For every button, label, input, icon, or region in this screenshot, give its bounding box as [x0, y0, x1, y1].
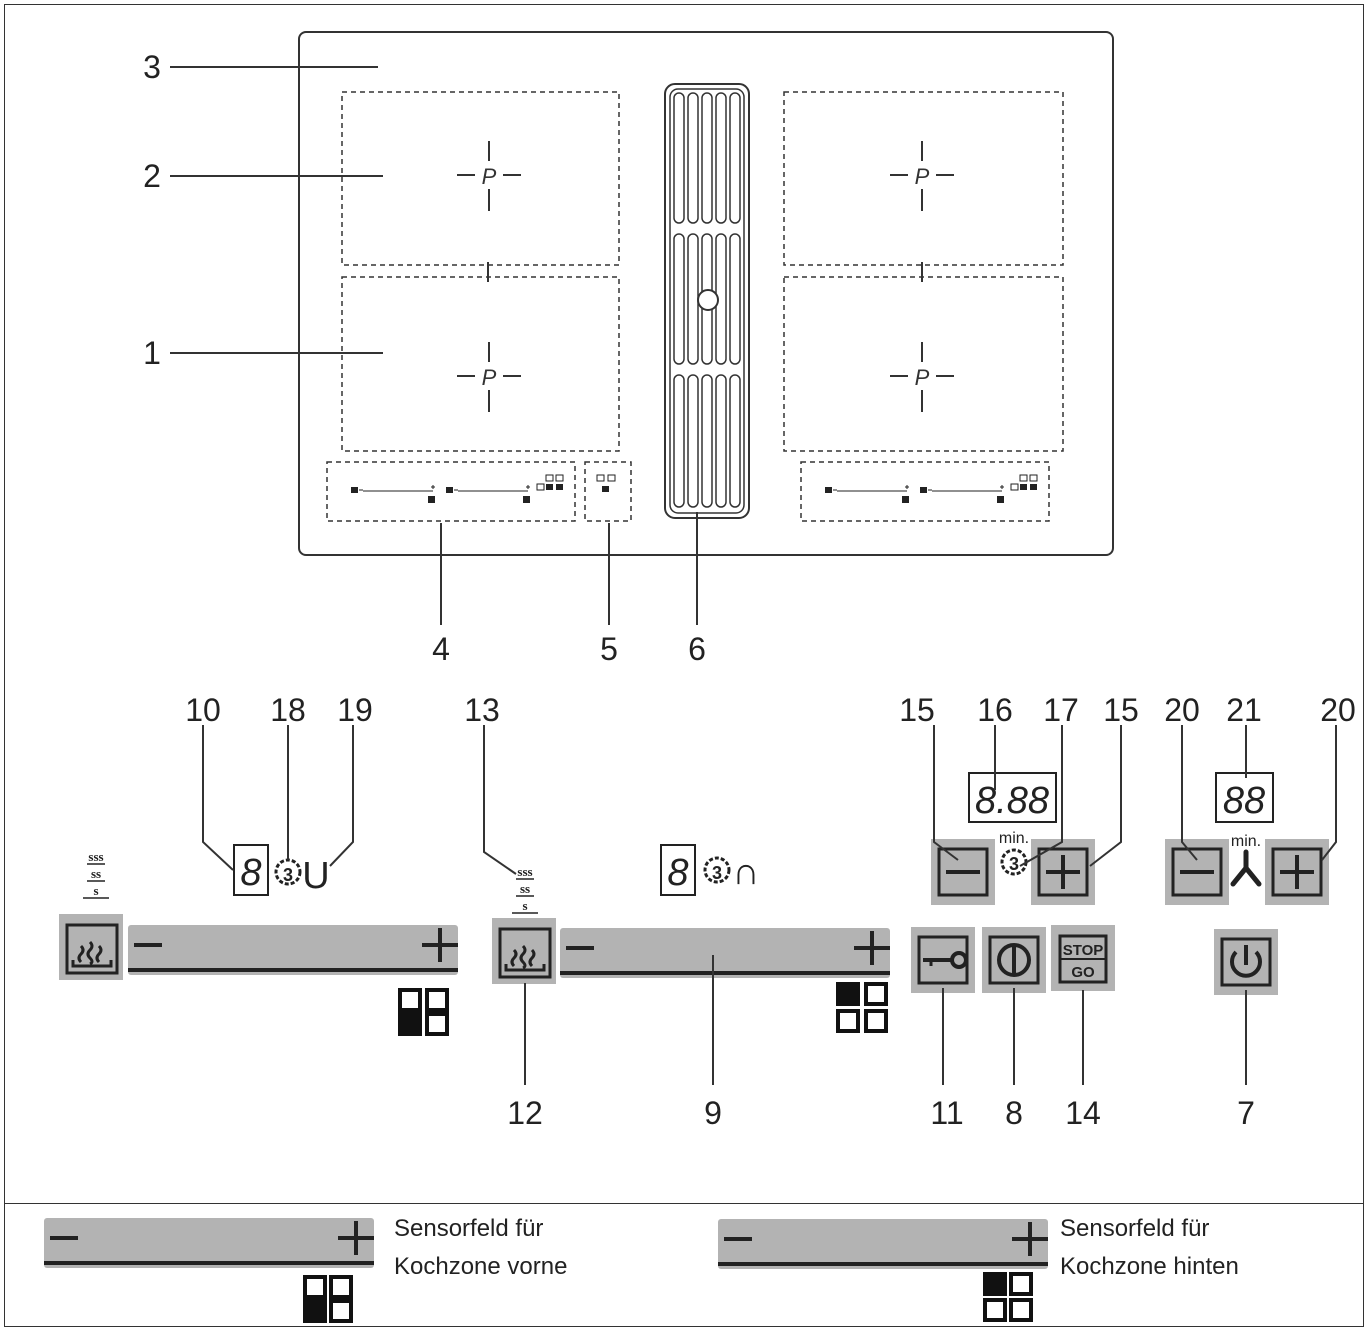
- label-20-left: 20: [1164, 692, 1200, 728]
- label-16: 16: [977, 692, 1013, 728]
- svg-text:8.88: 8.88: [975, 780, 1049, 822]
- level-display-right: [660, 844, 696, 896]
- legend-caption-back: Sensorfeld für Kochzone hinten: [1060, 1210, 1239, 1286]
- label-3: 3: [143, 49, 161, 85]
- legend-front-line2: Kochzone vorne: [394, 1253, 568, 1280]
- legend-back-line2: Kochzone hinten: [1060, 1253, 1239, 1280]
- timer-clock-icon: 3: [1000, 848, 1028, 876]
- label-5: 5: [600, 631, 618, 667]
- hob-center-mini-icon: [596, 474, 616, 492]
- svg-text:ss: ss: [520, 881, 530, 896]
- legend-back-line1: Sensorfeld für: [1060, 1215, 1210, 1242]
- legend-grid-icon-back: [983, 1272, 1033, 1322]
- label-10: 10: [185, 692, 221, 728]
- zone-grid-icon-right: [836, 982, 888, 1033]
- label-17: 17: [1043, 692, 1079, 728]
- legend-grid-icon-front: [303, 1275, 353, 1323]
- svg-text:ss: ss: [91, 866, 101, 881]
- power-slider-right[interactable]: [558, 926, 892, 980]
- zone-marker-front-left: P: [456, 341, 522, 413]
- label-2: 2: [143, 158, 161, 194]
- timer-icon-right: 3: [703, 856, 731, 884]
- svg-text:STOP: STOP: [1063, 942, 1104, 959]
- label-12: 12: [507, 1095, 543, 1131]
- svg-text:s: s: [93, 883, 98, 898]
- label-9: 9: [704, 1095, 722, 1131]
- figure-frame: [4, 4, 1364, 1327]
- label-19: 19: [337, 692, 373, 728]
- zone-marker-rear-right: P: [889, 140, 955, 212]
- label-20-right: 20: [1320, 692, 1356, 728]
- legend-divider: [4, 1203, 1364, 1204]
- fan-minus-button[interactable]: [1163, 837, 1231, 907]
- label-15-right: 15: [1103, 692, 1139, 728]
- svg-text:3: 3: [1009, 854, 1019, 874]
- power-boost-symbol-left: U: [302, 855, 329, 897]
- label-7: 7: [1237, 1095, 1255, 1131]
- legend-caption-front: Sensorfeld für Kochzone vorne: [394, 1210, 567, 1286]
- zone-marker-rear-left: P: [456, 140, 522, 212]
- svg-text:8: 8: [667, 852, 688, 894]
- svg-text:8: 8: [240, 852, 261, 894]
- heat-level-symbol-right: sss ss s: [512, 864, 538, 914]
- timer-plus-button[interactable]: [1029, 837, 1097, 907]
- heat-level-symbol-left: sss ss s: [83, 849, 109, 899]
- child-lock-button[interactable]: [909, 925, 977, 995]
- zone-grid-icon-left: [398, 988, 449, 1036]
- timer-unit: min.: [999, 830, 1029, 847]
- hob-control-area-center: [584, 461, 632, 522]
- label-14: 14: [1065, 1095, 1101, 1131]
- legend-front-line1: Sensorfeld für: [394, 1215, 544, 1242]
- svg-text:P: P: [915, 164, 930, 189]
- timer-display: [968, 772, 1057, 823]
- label-13: 13: [464, 692, 500, 728]
- label-8: 8: [1005, 1095, 1023, 1131]
- on-off-button[interactable]: [980, 925, 1048, 995]
- label-21: 21: [1226, 692, 1262, 728]
- timer-minus-button[interactable]: [929, 837, 997, 907]
- svg-text:3: 3: [712, 863, 722, 883]
- label-4: 4: [432, 631, 450, 667]
- keep-warm-button-left[interactable]: [57, 912, 125, 982]
- fan-icon: [1230, 849, 1262, 887]
- fan-plus-button[interactable]: [1263, 837, 1331, 907]
- stop-go-button[interactable]: STOP GO: [1051, 925, 1115, 991]
- legend-slider-back: [716, 1217, 1050, 1271]
- zone-rear-left: [341, 91, 620, 266]
- legend-slider-front: [42, 1216, 376, 1270]
- zone-marker-front-right: P: [889, 341, 955, 413]
- svg-text:P: P: [915, 365, 930, 390]
- power-slider-left[interactable]: [126, 923, 460, 977]
- svg-text:s: s: [522, 898, 527, 913]
- level-display-left: [233, 844, 269, 896]
- svg-text:P: P: [482, 164, 497, 189]
- label-6: 6: [688, 631, 706, 667]
- svg-text:GO: GO: [1071, 964, 1095, 981]
- svg-text:sss: sss: [517, 864, 532, 879]
- svg-text:P: P: [482, 365, 497, 390]
- timer-icon-left: 3: [274, 858, 302, 886]
- hob-panel: [298, 31, 1114, 556]
- bridge-symbol-right: ∩: [732, 851, 759, 893]
- label-15-left: 15: [899, 692, 935, 728]
- label-1: 1: [143, 335, 161, 371]
- label-18: 18: [270, 692, 306, 728]
- svg-text:88: 88: [1223, 780, 1265, 822]
- fan-unit: min.: [1231, 833, 1261, 850]
- zone-rear-right: [783, 91, 1064, 266]
- keep-warm-button-right[interactable]: [490, 916, 558, 986]
- svg-text:3: 3: [283, 865, 293, 885]
- svg-text:sss: sss: [88, 849, 103, 864]
- extraction-grille: [664, 83, 750, 519]
- zone-front-left: [341, 276, 620, 452]
- hood-power-button[interactable]: [1212, 927, 1280, 997]
- fan-level-display: [1215, 772, 1274, 823]
- zone-front-right: [783, 276, 1064, 452]
- label-11: 11: [930, 1095, 963, 1131]
